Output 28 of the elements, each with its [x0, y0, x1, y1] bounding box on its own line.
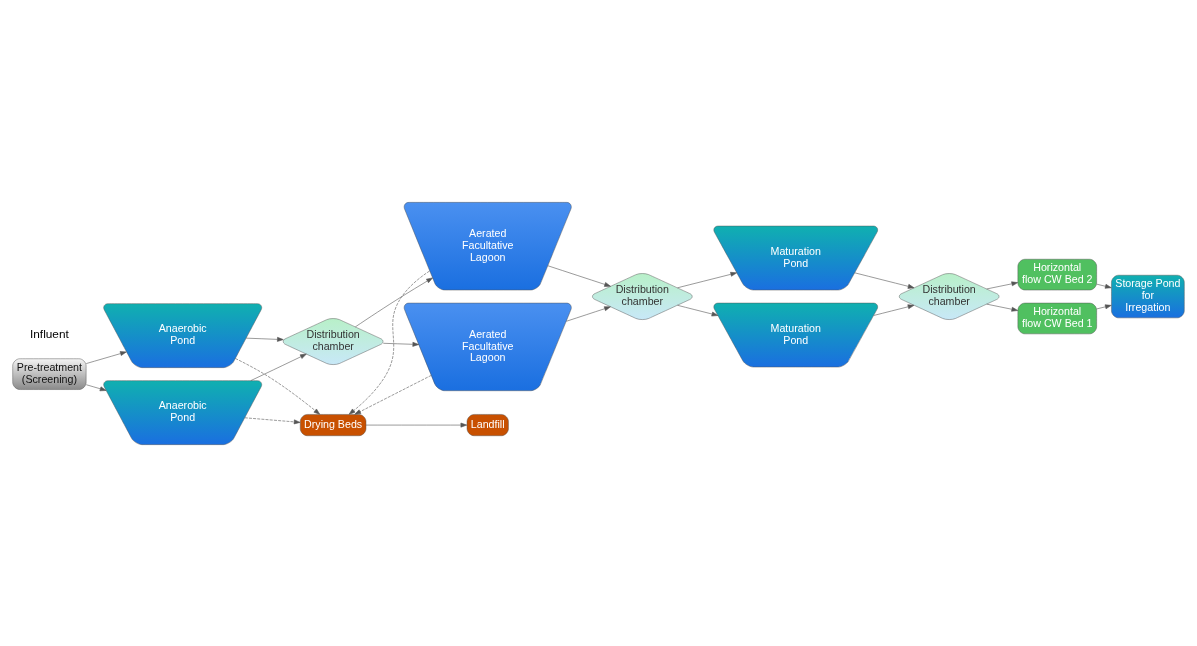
arrow	[85, 350, 127, 364]
arrow	[986, 303, 1018, 312]
node-box: Drying Beds	[300, 413, 367, 436]
node-box: Landfill	[466, 413, 509, 436]
arrow	[354, 374, 432, 415]
arrow	[235, 357, 321, 415]
label: Influent	[30, 326, 69, 341]
arrow	[355, 277, 433, 327]
arrow	[566, 305, 611, 322]
node-box: Horizontal flow CW Bed 2	[1017, 258, 1097, 290]
arrow	[244, 416, 301, 424]
node-box: Storage Pond for Irregation	[1111, 274, 1185, 318]
arrow	[873, 303, 915, 316]
arrow	[365, 422, 468, 427]
node-box: Horizontal flow CW Bed 1	[1017, 302, 1097, 334]
arrow	[854, 272, 915, 289]
arrow	[1096, 303, 1112, 309]
node-box: Pre-treatment (Screening)	[12, 358, 87, 390]
arrow	[383, 341, 420, 347]
arrow	[547, 264, 611, 287]
arrow	[677, 304, 719, 316]
arrow	[1096, 283, 1112, 289]
arrow	[85, 383, 107, 391]
arrow	[348, 270, 430, 415]
arrow	[677, 271, 737, 288]
arrow	[245, 336, 284, 342]
arrow	[986, 281, 1018, 289]
arrow	[250, 353, 307, 381]
